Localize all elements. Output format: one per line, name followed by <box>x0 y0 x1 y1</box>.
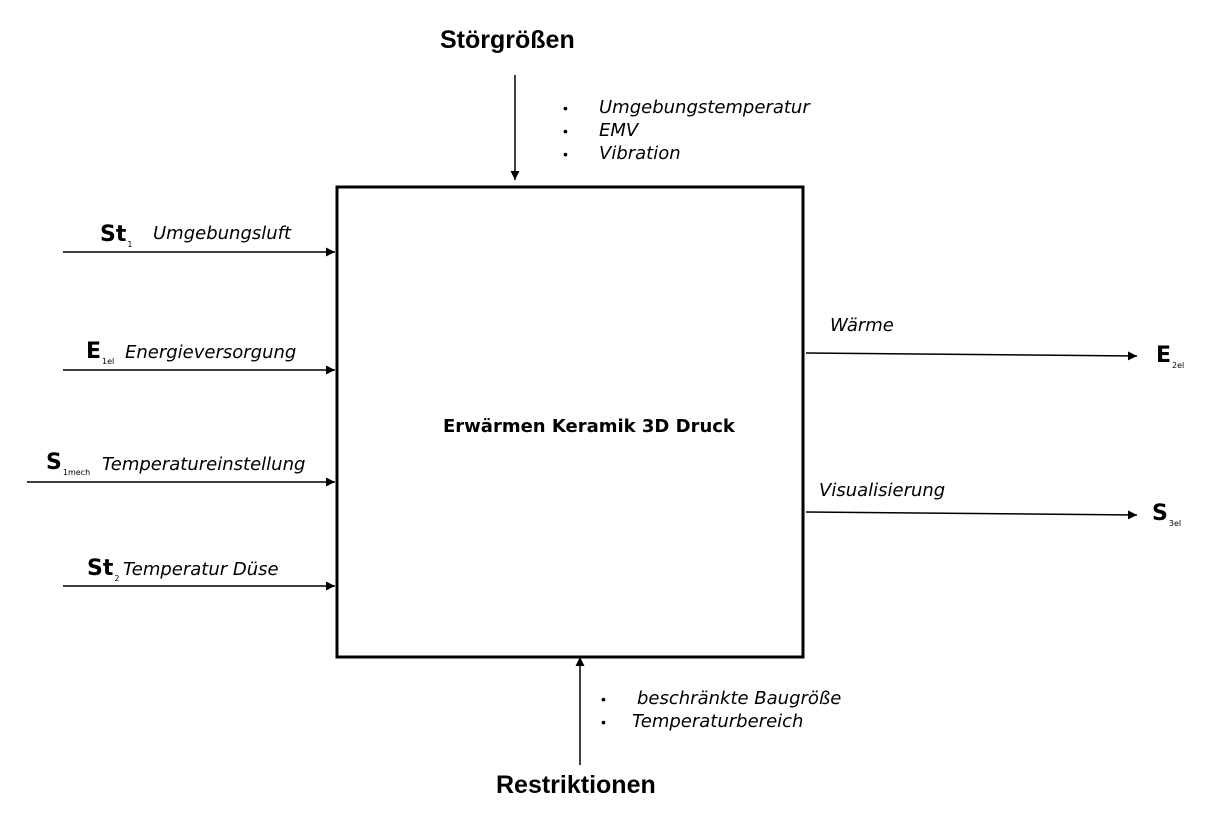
input-label-1: Umgebungsluft <box>153 223 292 244</box>
output-symbol-1: E2el <box>1156 343 1185 370</box>
disturbance-item-2: EMV <box>599 120 639 141</box>
disturbances-title: Störgrößen <box>440 26 575 54</box>
input-symbol-2: E1el <box>86 339 115 366</box>
output-subscript-2: 3el <box>1168 519 1182 528</box>
input-subscript-4: 2 <box>114 574 120 583</box>
restriction-item-2: Temperaturbereich <box>632 711 804 732</box>
input-subscript-1: 1 <box>127 240 133 249</box>
disturbance-item-3: Vibration <box>599 143 681 164</box>
restriction-item-1: beschränkte Baugröße <box>637 688 842 709</box>
disturbance-bullet-3: • <box>563 146 568 162</box>
output-symbol-2: S3el <box>1152 501 1182 528</box>
input-symbol-4: St2 <box>87 556 120 583</box>
process-box <box>335 185 805 659</box>
process-label: Erwärmen Keramik 3D Druck <box>443 416 735 437</box>
disturbance-bullet-2: • <box>563 123 568 139</box>
input-subscript-2: 1el <box>102 357 115 366</box>
output-label-1: Wärme <box>830 315 894 336</box>
output-label-2: Visualisierung <box>819 480 946 501</box>
input-subscript-3: 1mech <box>62 468 91 477</box>
input-label-3: Temperatureinstellung <box>102 454 306 475</box>
input-symbol-3: S1mech <box>46 450 91 477</box>
output-arrow-2 <box>805 510 1138 520</box>
input-symbol-1: St1 <box>100 222 133 249</box>
restrictions-title: Restriktionen <box>496 771 656 799</box>
output-arrow-1 <box>805 351 1138 361</box>
input-label-4: Temperatur Düse <box>123 559 279 580</box>
disturbance-item-1: Umgebungstemperatur <box>599 97 810 118</box>
input-label-2: Energieversorgung <box>125 342 297 363</box>
restriction-bullet-2: • <box>601 714 606 730</box>
disturbance-bullet-1: • <box>563 100 568 116</box>
output-subscript-1: 2el <box>1172 361 1185 370</box>
restriction-bullet-1: • <box>601 691 606 707</box>
